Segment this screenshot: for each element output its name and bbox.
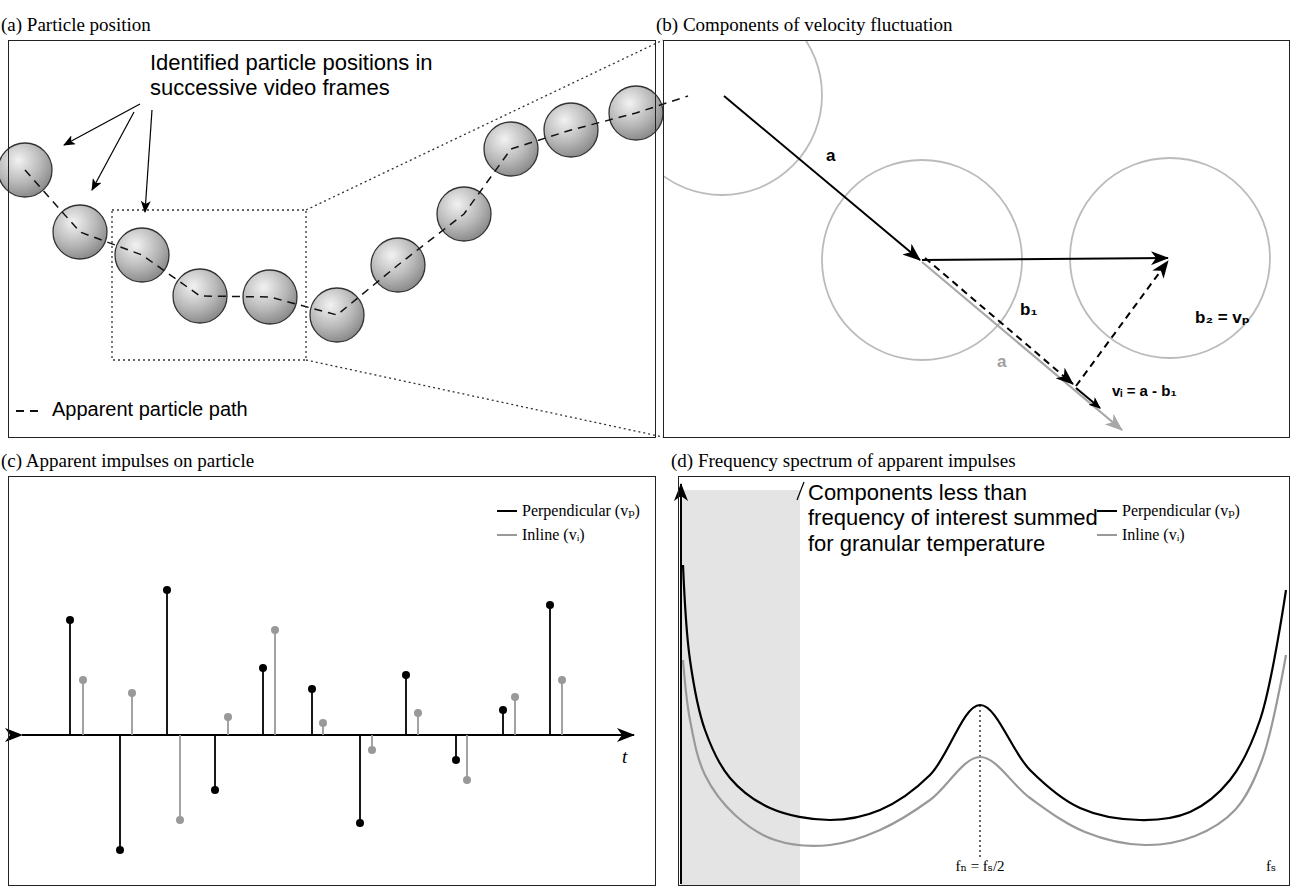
spectrum-curve [683,655,1286,846]
callout-text: Identified particle positions in success… [150,50,450,101]
impulse-stem [224,713,232,735]
panel-heading: (b) Components of velocity fluctuation [656,14,953,36]
legend-sample [497,534,517,536]
impulse-stem [128,689,136,735]
impulse-stem [511,693,519,735]
impulse-stem [558,676,566,735]
impulse-stem [211,735,219,794]
impulse-stem [546,601,554,735]
axis-label: t [622,746,627,768]
impulse-stem [163,586,171,735]
impulse-stem [463,735,471,784]
impulse-stem [271,626,279,735]
impulse-stem [356,735,364,827]
particle [310,288,364,342]
impulse-stem [414,709,422,735]
impulse-stem [259,664,267,735]
particle [484,122,538,176]
vector-label: vᵢ = a - b₁ [1112,382,1177,399]
panel-frame: (b) Components of velocity fluctuation [663,40,1290,438]
panel-heading: (d) Frequency spectrum of apparent impul… [671,450,1016,472]
vector-label: b₂ = vₚ [1195,308,1250,328]
spectrum-curve [683,565,1286,820]
panel-heading: (c) Apparent impulses on particle [1,450,254,472]
impulse-stem [308,685,316,735]
legend-sample [1097,510,1117,512]
legend-sample [497,510,517,512]
impulse-stem [499,706,507,735]
legend-sample [16,410,44,412]
impulse-stem [176,735,184,824]
legend-text: Inline (vᵢ) [522,526,585,544]
impulse-plot [22,586,634,854]
particle-track [0,40,688,437]
vector-label: a [826,146,835,166]
vector-label: b₁ [1020,300,1037,320]
axis-tick-label: fₛ [1266,858,1276,875]
impulse-stem [66,616,74,735]
impulse-stem [79,676,87,735]
legend-text: Perpendicular (vₚ) [522,502,640,520]
particle [53,205,107,259]
impulse-stem [368,735,376,754]
vector-diagram [664,41,1270,430]
callout-text: Components less than frequency of intere… [808,480,1128,556]
legend-sample [1097,534,1117,536]
impulse-stem [402,671,410,735]
vector-label: a [997,352,1006,372]
impulse-stem [452,735,460,764]
axis-tick-label: fₙ = fₛ/2 [955,858,1004,875]
legend-text: Inline (vᵢ) [1122,526,1185,544]
legend-text: Perpendicular (vₚ) [1122,502,1240,520]
impulse-stem [116,735,124,854]
particle [115,228,169,282]
panel-heading: (a) Particle position [1,14,151,36]
impulse-stem [319,719,327,735]
legend-text: Apparent particle path [52,398,248,421]
